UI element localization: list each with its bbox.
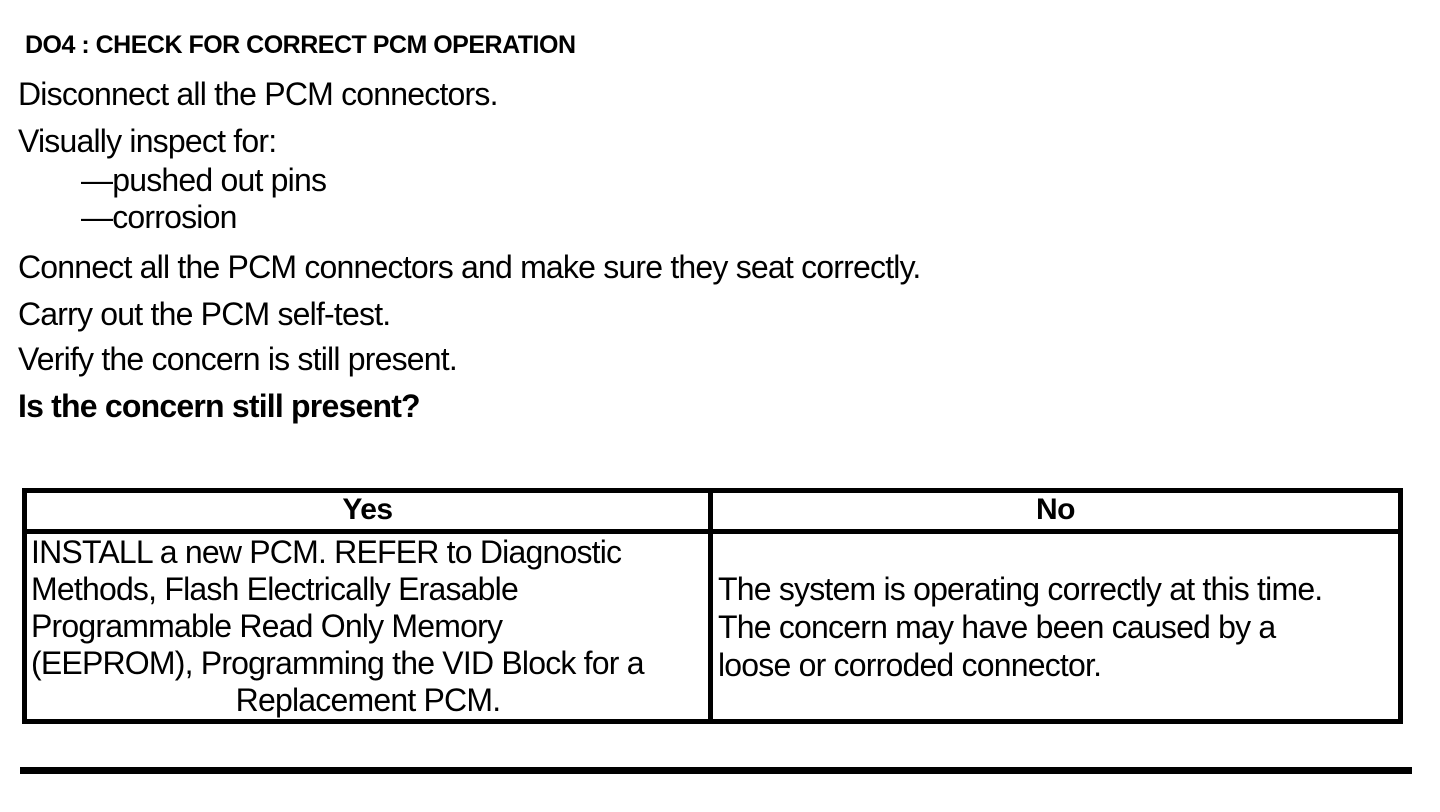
no-cell: The system is operating correctly at thi… [713, 534, 1398, 719]
yes-cell-line: Methods, Flash Electrically Erasable [31, 571, 519, 607]
inspection-list-item: —corrosion [81, 199, 237, 235]
no-column-header: No [1036, 493, 1076, 526]
yes-cell: INSTALL a new PCM. REFER to Diagnostic M… [27, 534, 713, 719]
instruction-line: Disconnect all the PCM connectors. [18, 76, 499, 112]
instruction-line: Carry out the PCM self-test. [18, 296, 391, 332]
instruction-line: Connect all the PCM connectors and make … [18, 249, 921, 285]
no-cell-line: loose or corroded connector. [718, 647, 1102, 683]
decision-table: Yes No INSTALL a new PCM. REFER to Diagn… [22, 488, 1403, 724]
instruction-line: Verify the concern is still present. [18, 341, 458, 377]
page-divider [20, 767, 1412, 774]
instruction-line: Visually inspect for: [18, 123, 277, 159]
yes-column-header: Yes [27, 493, 713, 529]
no-cell-line: The system is operating correctly at thi… [718, 571, 1323, 607]
page-title: DO4 : CHECK FOR CORRECT PCM OPERATION [25, 31, 576, 59]
yes-cell-line: INSTALL a new PCM. REFER to Diagnostic [31, 534, 622, 570]
decision-table-body-row: INSTALL a new PCM. REFER to Diagnostic M… [27, 534, 1398, 719]
decision-table-header-row: Yes No [27, 493, 1398, 534]
no-cell-line: The concern may have been caused by a [718, 609, 1276, 645]
yes-cell-line: Replacement PCM. [235, 682, 501, 718]
decision-question: Is the concern still present? [18, 388, 421, 424]
yes-cell-line: Programmable Read Only Memory [31, 608, 503, 644]
yes-cell-line: (EEPROM), Programming the VID Block for … [31, 645, 645, 681]
inspection-list-item: —pushed out pins [81, 162, 327, 198]
